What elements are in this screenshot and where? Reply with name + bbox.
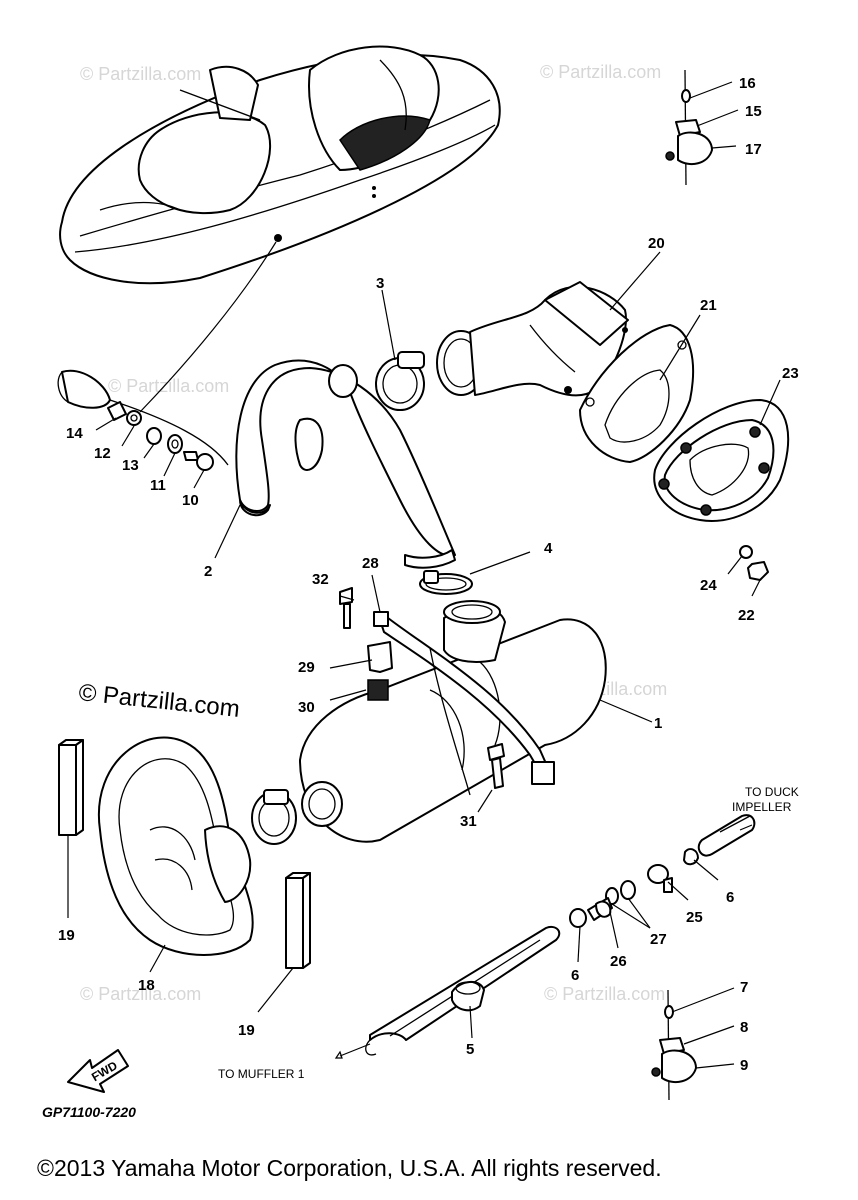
- gasket-21: [579, 324, 694, 463]
- callout-7: 7: [740, 979, 748, 996]
- watermark-3: © Partzilla.com: [108, 376, 229, 396]
- rubber-strip-left-side: [75, 739, 84, 836]
- diagram-code: GP71100-7220: [42, 1104, 136, 1120]
- callout-1: 1: [654, 715, 662, 732]
- callout-31: 31: [460, 813, 477, 830]
- forward-direction-arrow: FWD: [67, 1049, 129, 1093]
- callout-18: 18: [138, 977, 155, 994]
- to-muffler-label: TO MUFFLER 1: [218, 1067, 305, 1081]
- leader-lines: [67, 81, 781, 1069]
- hose-clamp-4: [419, 570, 473, 595]
- callout-6-left: 6: [571, 967, 579, 984]
- callout-25: 25: [686, 909, 703, 926]
- callout-3: 3: [376, 275, 384, 292]
- watermark-6: © Partzilla.com: [80, 984, 201, 1004]
- copyright-notice: ©2013 Yamaha Motor Corporation, U.S.A. A…: [37, 1155, 662, 1181]
- callout-19-right: 19: [238, 1022, 255, 1039]
- callout-17: 17: [745, 141, 762, 158]
- callout-32: 32: [312, 571, 329, 588]
- rubber-strip-right-side: [302, 872, 311, 969]
- callout-16: 16: [739, 75, 756, 92]
- callout-6-right: 6: [726, 889, 734, 906]
- callout-30: 30: [298, 699, 315, 716]
- exhaust-boot: [97, 736, 254, 956]
- clip-assembly-bottom: [651, 989, 697, 1101]
- cooling-line-lower: [334, 814, 756, 1059]
- watercraft-illustration: [59, 45, 501, 413]
- callout-9: 9: [740, 1057, 748, 1074]
- callout-28: 28: [362, 555, 379, 572]
- rubber-strip-right: [285, 877, 304, 969]
- exhaust-elbow: [436, 281, 629, 397]
- rubber-strip-left: [58, 744, 77, 836]
- callout-14: 14: [66, 425, 83, 442]
- callout-15: 15: [745, 103, 762, 120]
- callout-5: 5: [466, 1041, 474, 1058]
- cooling-hose-detail: [57, 369, 229, 471]
- callout-23: 23: [782, 365, 799, 382]
- watermark-main: © Partzilla.com: [77, 679, 241, 723]
- mounting-plate: [653, 399, 790, 522]
- callout-22: 22: [738, 607, 755, 624]
- callout-21: 21: [700, 297, 717, 314]
- callout-19-left: 19: [58, 927, 75, 944]
- watermark-1: © Partzilla.com: [80, 64, 201, 84]
- callout-10: 10: [182, 492, 199, 509]
- bolt-31: [487, 743, 505, 789]
- callout-27: 27: [650, 931, 667, 948]
- callout-8: 8: [740, 1019, 748, 1036]
- callout-12: 12: [94, 445, 111, 462]
- callout-13: 13: [122, 457, 139, 474]
- clip-assembly-top: [665, 69, 713, 186]
- to-duck-label-line1: TO DUCK: [745, 785, 799, 799]
- water-lock-muffler: [299, 600, 607, 843]
- callout-4: 4: [544, 540, 553, 557]
- nut-and-washer: [739, 545, 769, 581]
- callout-20: 20: [648, 235, 665, 252]
- watermark-2: © Partzilla.com: [540, 62, 661, 82]
- to-duck-arrow: [739, 824, 753, 831]
- callout-24: 24: [700, 577, 717, 594]
- hose-clamp-3: [375, 351, 425, 411]
- strap-hardware: [329, 587, 393, 701]
- callout-26: 26: [610, 953, 627, 970]
- callout-2: 2: [204, 563, 212, 580]
- to-duck-label-line2: IMPELLER: [732, 800, 792, 814]
- exhaust-pipe: [235, 359, 456, 569]
- hose-clamp-boot: [251, 789, 297, 845]
- watermark-7: © Partzilla.com: [544, 984, 665, 1004]
- band-strap: [373, 611, 555, 796]
- callout-11: 11: [150, 477, 166, 494]
- callout-29: 29: [298, 659, 315, 676]
